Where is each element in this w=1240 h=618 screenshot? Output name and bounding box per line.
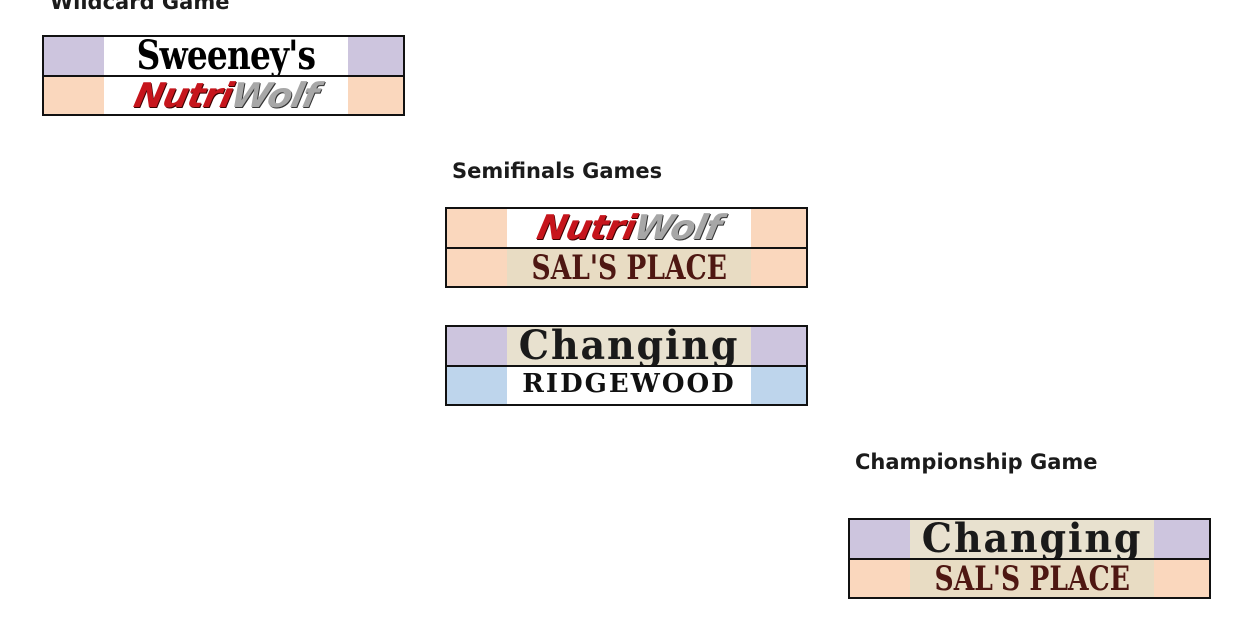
changing-logo: Changing <box>910 520 1154 558</box>
ridgewood-logo: RIDGEWOOD <box>507 367 751 404</box>
ridgewood-logo-text: RIDGEWOOD <box>522 369 736 399</box>
sals-place-logo: SAL'S PLACE <box>507 249 751 286</box>
changing-logo: Changing <box>507 327 751 365</box>
semifinal-matchup-2: Changing RIDGEWOOD <box>445 325 808 406</box>
championship-title: Championship Game <box>855 450 1098 474</box>
sals-place-logo-text: SAL'S PLACE <box>934 560 1130 597</box>
semifinal-matchup-1: NutriWolf SAL'S PLACE <box>445 207 808 288</box>
team-slot-sals-place: SAL'S PLACE <box>850 560 1209 597</box>
nutriwolf-logo-part-wolf: Wolf <box>630 209 725 247</box>
team-slot-sweeneys: Sweeney's <box>44 37 403 77</box>
wildcard-title: Wildcard Game <box>50 0 230 14</box>
nutriwolf-logo-part-wolf: Wolf <box>227 77 322 114</box>
team-slot-changing: Changing <box>850 520 1209 560</box>
sals-place-logo: SAL'S PLACE <box>910 560 1154 597</box>
team-slot-ridgewood: RIDGEWOOD <box>447 367 806 404</box>
semifinals-title: Semifinals Games <box>452 159 663 183</box>
nutriwolf-logo: NutriWolf <box>104 77 348 114</box>
nutriwolf-logo-wordmark: NutriWolf <box>130 77 322 114</box>
team-slot-nutriwolf: NutriWolf <box>44 77 403 114</box>
changing-logo-text: Changing <box>518 327 740 365</box>
sals-place-logo-text: SAL'S PLACE <box>531 249 727 286</box>
wildcard-matchup: Sweeney's NutriWolf <box>42 35 405 116</box>
team-slot-nutriwolf: NutriWolf <box>447 209 806 249</box>
nutriwolf-logo-part-nutri: Nutri <box>533 209 639 247</box>
sweeneys-logo-text: Sweeney's <box>136 37 316 75</box>
team-slot-changing: Changing <box>447 327 806 367</box>
sweeneys-logo: Sweeney's <box>104 37 348 75</box>
nutriwolf-logo-part-nutri: Nutri <box>130 77 236 114</box>
nutriwolf-logo-wordmark: NutriWolf <box>533 209 725 247</box>
changing-logo-text: Changing <box>921 520 1143 558</box>
team-slot-sals-place: SAL'S PLACE <box>447 249 806 286</box>
nutriwolf-logo: NutriWolf <box>507 209 751 247</box>
championship-matchup: Changing SAL'S PLACE <box>848 518 1211 599</box>
